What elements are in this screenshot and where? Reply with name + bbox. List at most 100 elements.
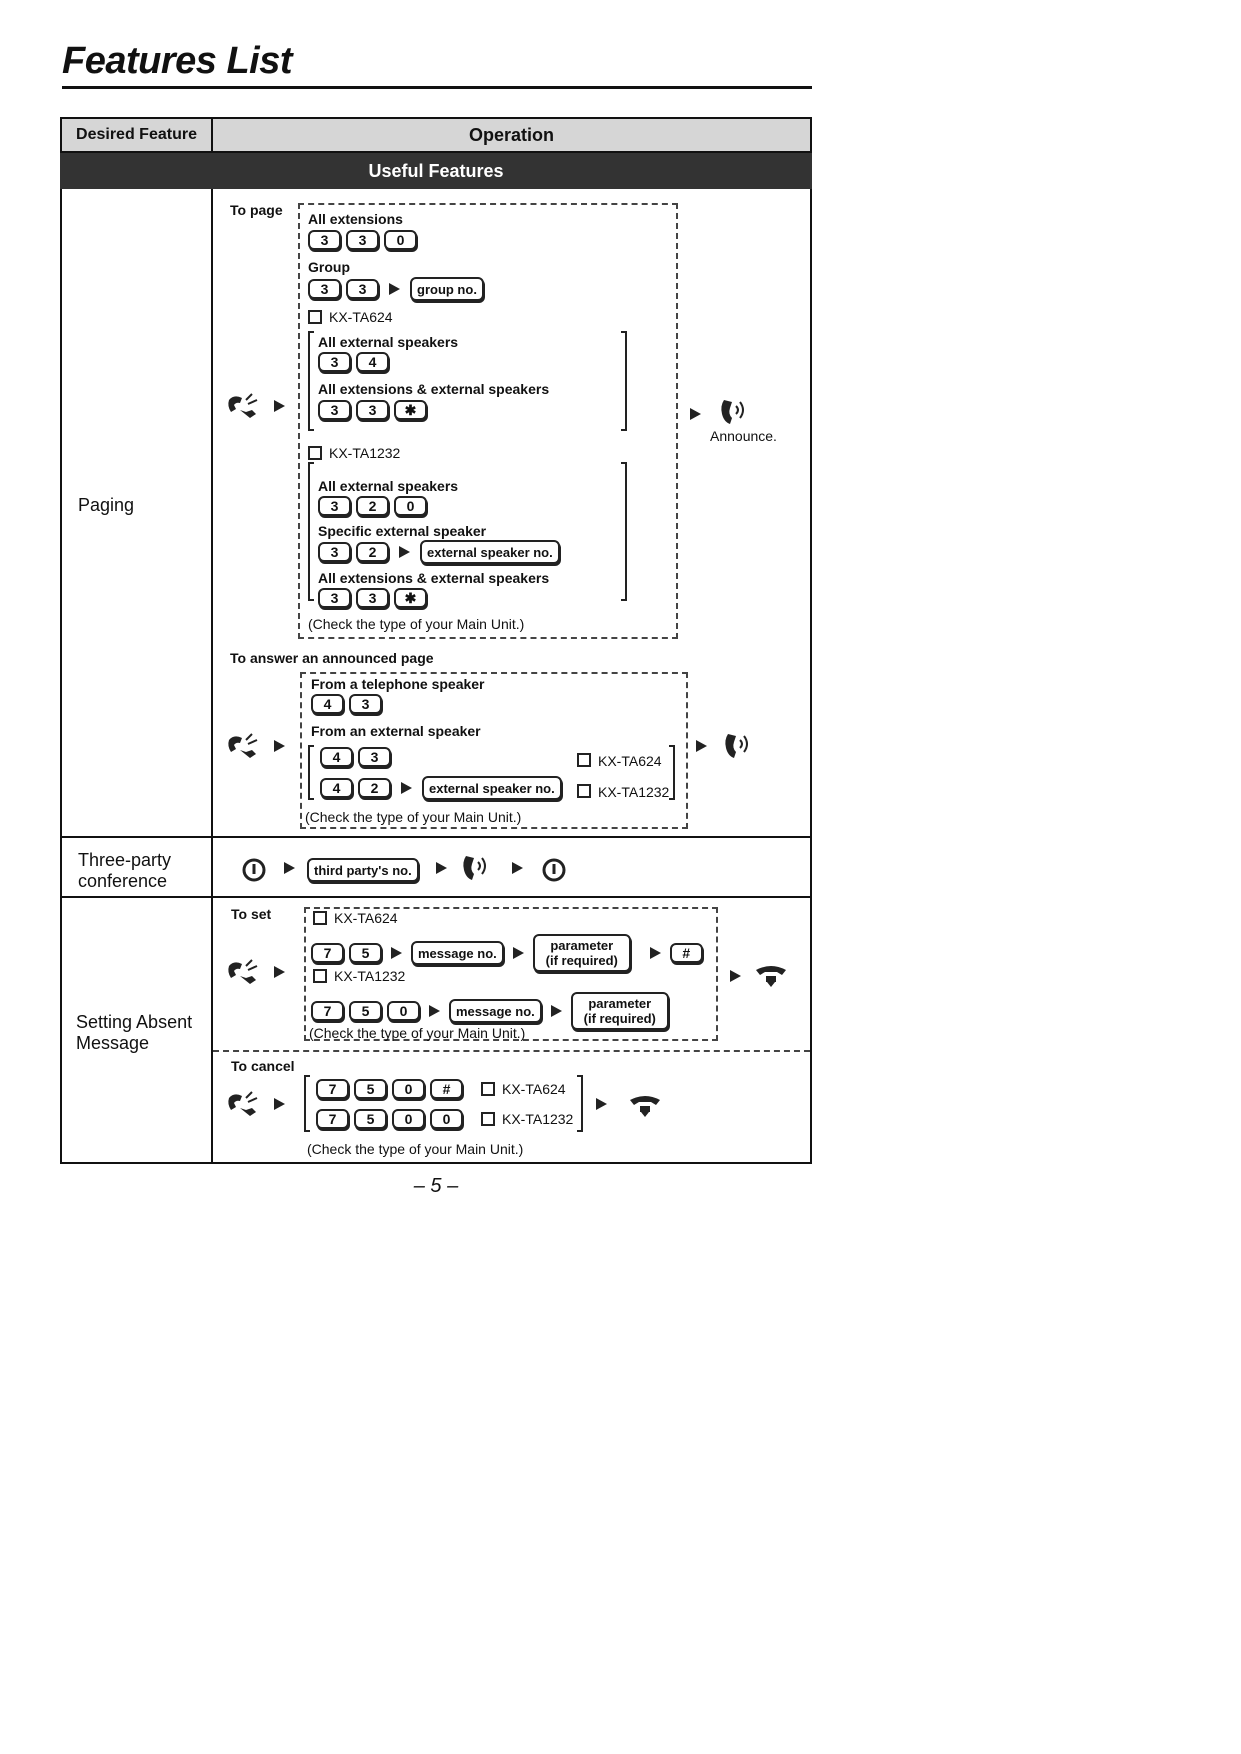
key-4: 4 bbox=[356, 352, 389, 372]
arrow-icon bbox=[401, 782, 412, 794]
set-cancel-separator bbox=[213, 1050, 810, 1052]
parameter-label: parameter bbox=[550, 938, 614, 953]
key-5: 5 bbox=[349, 943, 382, 963]
row-divider bbox=[60, 836, 812, 838]
key-3: 3 bbox=[308, 279, 341, 299]
feature-three-party-line2: conference bbox=[78, 871, 168, 891]
key-3: 3 bbox=[356, 588, 389, 608]
key-5: 5 bbox=[349, 1001, 382, 1021]
key-star: ✱ bbox=[394, 588, 427, 608]
to-answer-box bbox=[300, 672, 688, 829]
keys-43: 4 3 bbox=[311, 694, 382, 714]
arrow-icon bbox=[436, 862, 447, 874]
bracket-left bbox=[308, 745, 314, 800]
parameter-label: parameter bbox=[588, 996, 652, 1011]
arrow-icon bbox=[391, 947, 402, 959]
key-2: 2 bbox=[356, 542, 389, 562]
arrow-icon bbox=[429, 1005, 440, 1017]
section-band: Useful Features bbox=[60, 153, 812, 189]
arrow-icon bbox=[512, 947, 524, 959]
bracket-right bbox=[621, 331, 627, 431]
model-kx-ta1232: KX-TA1232 bbox=[598, 784, 670, 800]
key-5: 5 bbox=[354, 1109, 387, 1129]
arrow-icon bbox=[550, 1005, 562, 1017]
model-kx-ta624: KX-TA624 bbox=[502, 1081, 566, 1097]
bracket-right bbox=[669, 745, 675, 800]
key-3: 3 bbox=[349, 694, 382, 714]
handset-on-hook-icon bbox=[756, 966, 786, 987]
feature-paging: Paging bbox=[78, 495, 135, 515]
key-hash: # bbox=[669, 943, 703, 963]
row-divider bbox=[60, 896, 812, 898]
keys-34: 3 4 bbox=[318, 352, 389, 372]
checkbox-icon bbox=[481, 1112, 495, 1126]
feature-absent-message: Setting Absent bbox=[76, 1012, 193, 1032]
arrow-icon bbox=[690, 408, 701, 420]
external-speaker-no-box: external speaker no. bbox=[422, 776, 562, 800]
to-answer-label: To answer an announced page bbox=[230, 650, 434, 666]
key-3: 3 bbox=[318, 542, 351, 562]
handset-off-hook-icon bbox=[228, 959, 258, 984]
key-0: 0 bbox=[384, 230, 417, 250]
speaking-person-icon bbox=[725, 734, 748, 758]
keys-75-set: 7 5 message no. parameter (if required) … bbox=[311, 934, 703, 972]
keys-42-speaker: 4 2 external speaker no. bbox=[320, 776, 562, 800]
key-star: ✱ bbox=[394, 400, 427, 420]
feature-three-party: Three-party bbox=[78, 850, 172, 870]
arrow-icon bbox=[284, 862, 295, 874]
if-required-label: (if required) bbox=[583, 1011, 656, 1026]
group-label: Group bbox=[308, 259, 350, 275]
keys-750hash: 7 5 0 # bbox=[316, 1079, 463, 1099]
arrow-icon bbox=[274, 740, 285, 752]
key-4: 4 bbox=[320, 778, 353, 798]
model-kx-ta1232: KX-TA1232 bbox=[334, 968, 406, 984]
keys-320: 3 2 0 bbox=[318, 496, 427, 516]
check-note: (Check the type of your Main Unit.) bbox=[308, 616, 525, 632]
to-set-box bbox=[304, 907, 718, 1041]
bracket-right bbox=[577, 1075, 583, 1132]
column-divider bbox=[211, 189, 213, 1164]
checkbox-icon bbox=[577, 753, 591, 767]
feature-absent-message-line2: Message bbox=[76, 1033, 150, 1053]
keys-33-group: 3 3 group no. bbox=[308, 277, 484, 301]
from-external-speaker-label: From an external speaker bbox=[311, 723, 481, 739]
keys-43: 4 3 bbox=[320, 747, 391, 767]
checkbox-icon bbox=[481, 1082, 495, 1096]
keys-330: 3 3 0 bbox=[308, 230, 417, 250]
model-kx-ta624: KX-TA624 bbox=[598, 753, 662, 769]
key-0: 0 bbox=[430, 1109, 463, 1129]
all-ext-and-speakers-label: All extensions & external speakers bbox=[318, 570, 550, 586]
model-kx-ta624: KX-TA624 bbox=[334, 910, 398, 926]
key-3: 3 bbox=[308, 230, 341, 250]
group-no-box: group no. bbox=[410, 277, 484, 301]
key-0: 0 bbox=[387, 1001, 420, 1021]
handset-off-hook-icon bbox=[228, 733, 258, 758]
key-3: 3 bbox=[318, 588, 351, 608]
from-telephone-speaker-label: From a telephone speaker bbox=[311, 676, 485, 692]
all-external-speakers-label: All external speakers bbox=[318, 334, 459, 350]
announce-label: Announce. bbox=[710, 428, 777, 444]
arrow-icon bbox=[596, 1098, 607, 1110]
arrow-icon bbox=[389, 283, 400, 295]
parameter-box: parameter (if required) bbox=[532, 934, 631, 972]
to-page-label: To page bbox=[230, 202, 283, 218]
bracket-left bbox=[308, 462, 314, 601]
key-4: 4 bbox=[320, 747, 353, 767]
key-7: 7 bbox=[311, 1001, 344, 1021]
key-4: 4 bbox=[311, 694, 344, 714]
conf-button-icon bbox=[242, 858, 266, 882]
external-speaker-no-box: external speaker no. bbox=[420, 540, 560, 564]
bracket-left bbox=[304, 1075, 310, 1132]
to-cancel-label: To cancel bbox=[231, 1058, 295, 1074]
key-0: 0 bbox=[394, 496, 427, 516]
key-5: 5 bbox=[354, 1079, 387, 1099]
speaking-person-icon bbox=[463, 856, 486, 880]
parameter-box: parameter (if required) bbox=[570, 992, 669, 1030]
model-kx-ta624: KX-TA624 bbox=[329, 309, 393, 325]
key-0: 0 bbox=[392, 1109, 425, 1129]
key-0: 0 bbox=[392, 1079, 425, 1099]
speaking-person-icon bbox=[721, 400, 744, 424]
arrow-icon bbox=[512, 862, 523, 874]
bracket-left bbox=[308, 331, 314, 431]
arrow-icon bbox=[399, 546, 410, 558]
